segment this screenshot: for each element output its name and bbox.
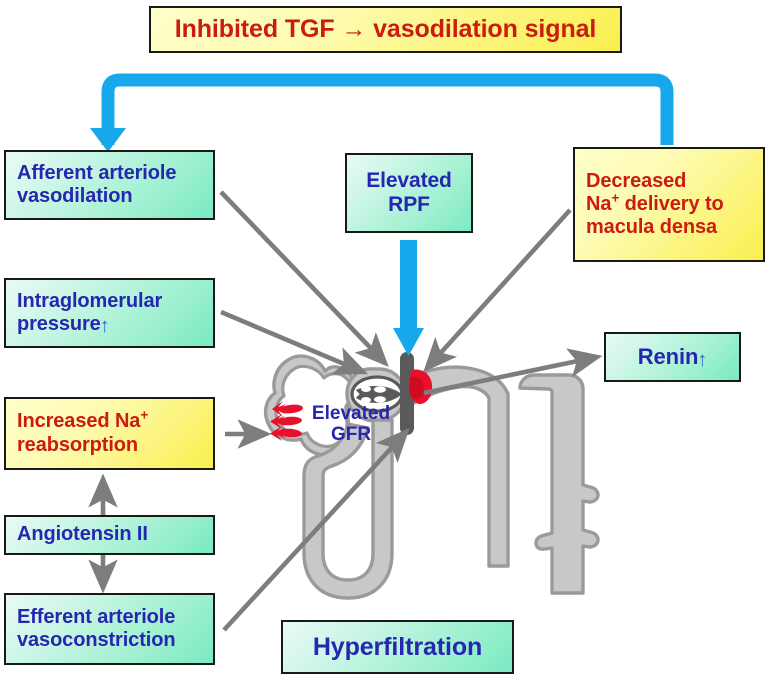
box-hyperfiltration-text: Hyperfiltration xyxy=(312,632,483,661)
box-afferent-arteriole-vasodilation[interactable]: Afferent arteriole vasodilation xyxy=(4,150,215,220)
box-intraglomerular-line2: pressure xyxy=(17,313,101,335)
arrow-to-renin xyxy=(423,348,603,396)
box-increased-na-line1: Increased Na xyxy=(17,410,141,433)
box-renin[interactable]: Renin↑ xyxy=(604,332,741,382)
bracket-arrowhead xyxy=(90,128,126,152)
box-afferent-text: Afferent arteriole vasodilation xyxy=(17,162,207,208)
bracket-path xyxy=(101,73,674,145)
title-banner: Inhibited TGF → vasodilation signal xyxy=(149,6,622,53)
arrow-afferent-to-glomerulus xyxy=(219,190,389,367)
box-elevated-rpf-line2: RPF xyxy=(388,193,430,216)
arrow-macula-densa xyxy=(423,208,572,373)
box-efferent-line1: Efferent arteriole xyxy=(17,605,176,628)
arrow-efferent-to-glomerulus xyxy=(222,427,410,632)
gfr-line1: Elevated xyxy=(311,403,391,424)
box-elevated-rpf-text: Elevated RPF xyxy=(347,169,471,218)
box-intraglomerular-pressure[interactable]: Intraglomerular pressure↑ xyxy=(4,278,215,348)
box-decreased-na-line1: Decreased xyxy=(586,169,687,192)
title-text: Inhibited TGF → vasodilation signal xyxy=(174,15,597,43)
box-elevated-rpf-line1: Elevated xyxy=(366,168,452,192)
box-renin-text: Renin↑ xyxy=(637,344,708,372)
box-angiotensin-ii[interactable]: Angiotensin II xyxy=(4,515,215,555)
box-hyperfiltration[interactable]: Hyperfiltration xyxy=(281,620,514,674)
box-intraglomerular-line1: Intraglomerular xyxy=(17,289,163,312)
box-efferent-arteriole-vasoconstriction[interactable]: Efferent arteriole vasoconstriction xyxy=(4,593,215,665)
box-renin-label: Renin xyxy=(637,344,699,370)
box-decreased-na-delivery[interactable]: Decreased Na+ delivery to macula densa xyxy=(573,147,765,262)
box-intraglomerular-text: Intraglomerular pressure↑ xyxy=(17,289,163,337)
box-efferent-text: Efferent arteriole vasoconstriction xyxy=(17,606,207,652)
box-decreased-na-line2b: delivery to xyxy=(619,192,724,215)
box-afferent-line2: vasodilation xyxy=(17,185,133,207)
rpf-arrow-head xyxy=(393,328,424,356)
box-afferent-line1: Afferent arteriole xyxy=(17,161,177,184)
gfr-line2: GFR xyxy=(330,423,372,445)
box-increased-na-text: Increased Na+ reabsorption xyxy=(17,407,207,456)
na-plus-superscript: + xyxy=(140,407,149,423)
box-increased-na-reabsorption[interactable]: Increased Na+ reabsorption xyxy=(4,397,215,470)
box-efferent-line2: vasoconstriction xyxy=(17,629,176,651)
box-decreased-na-text: Decreased Na+ delivery to macula densa xyxy=(586,170,757,240)
label-elevated-gfr: Elevated GFR xyxy=(299,403,403,445)
arrow-intraglomerular-to-glomerulus xyxy=(220,309,369,375)
box-decreased-na-line3: macula densa xyxy=(586,216,718,239)
box-increased-na-line2: reabsorption xyxy=(17,433,139,456)
rpf-arrow-shaft xyxy=(400,240,417,332)
box-decreased-na-line2a: Na xyxy=(586,192,612,215)
na-plus-superscript-2: + xyxy=(611,190,620,206)
box-angiotensin-text: Angiotensin II xyxy=(17,523,148,546)
box-elevated-rpf[interactable]: Elevated RPF xyxy=(345,153,473,233)
